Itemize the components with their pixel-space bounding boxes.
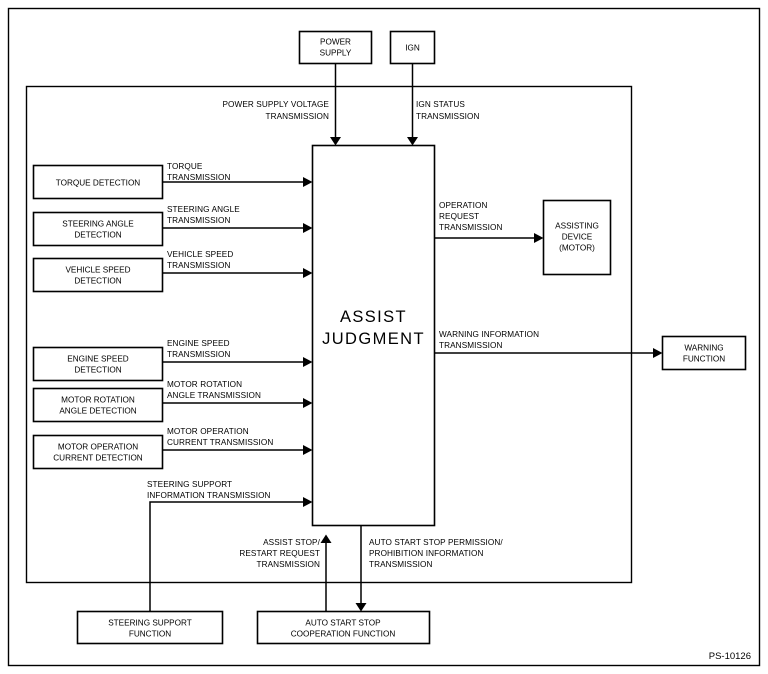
auto-start-stop-cooperation-function-box: AUTO START STOP COOPERATION FUNCTION [256, 610, 431, 645]
svg-text:TRANSMISSION: TRANSMISSION [167, 173, 231, 182]
svg-text:INFORMATION TRANSMISSION: INFORMATION TRANSMISSION [147, 491, 271, 500]
svg-text:TRANSMISSION: TRANSMISSION [416, 112, 480, 121]
motor-rotation-angle-detection-box: MOTOR ROTATION ANGLE DETECTION [32, 387, 164, 423]
warning-information-transmission-arrow [434, 348, 663, 358]
svg-text:OPERATION: OPERATION [439, 201, 488, 210]
svg-text:ENGINE SPEED: ENGINE SPEED [167, 339, 230, 348]
steering-angle-detection-box: STEERING ANGLE DETECTION [32, 211, 164, 247]
motor-operation-current-detection-box: MOTOR OPERATION CURRENT DETECTION [32, 434, 164, 470]
assisting-device-label-line2: DEVICE [562, 233, 593, 242]
steering-angle-transmission-arrow [162, 223, 313, 233]
assist-judgment-title-line1: ASSIST [340, 308, 407, 326]
warning-function-label-line2: FUNCTION [683, 355, 725, 364]
engine-speed-transmission-label: ENGINE SPEED TRANSMISSION [167, 339, 231, 359]
motor-operation-current-detection-label-line1: MOTOR OPERATION [58, 443, 138, 452]
svg-text:TRANSMISSION: TRANSMISSION [439, 223, 503, 232]
svg-text:TRANSMISSION: TRANSMISSION [256, 560, 320, 569]
auto-start-stop-label-line1: AUTO START STOP [305, 619, 381, 628]
operation-request-transmission-arrow [434, 233, 544, 243]
svg-text:STEERING SUPPORT: STEERING SUPPORT [147, 480, 232, 489]
auto-start-stop-permission-transmission-label: AUTO START STOP PERMISSION/ PROHIBITION … [369, 538, 503, 569]
page-border [7, 7, 761, 667]
steering-support-function-box: STEERING SUPPORT FUNCTION [76, 610, 224, 645]
steering-angle-detection-label-line2: DETECTION [74, 231, 121, 240]
steering-support-information-transmission-arrow [149, 497, 313, 612]
steering-support-function-label-line1: STEERING SUPPORT [108, 619, 192, 628]
power-supply-connector [330, 63, 341, 146]
svg-text:POWER SUPPLY VOLTAGE: POWER SUPPLY VOLTAGE [223, 100, 330, 109]
warning-function-box: WARNING FUNCTION [661, 335, 747, 371]
svg-text:ASSIST STOP/: ASSIST STOP/ [263, 538, 320, 547]
motor-rotation-angle-detection-label-line1: MOTOR ROTATION [61, 396, 135, 405]
assisting-device-label-line3: (MOTOR) [559, 244, 595, 253]
torque-transmission-label: TORQUE TRANSMISSION [167, 162, 231, 182]
ign-connector [407, 63, 418, 146]
motor-rotation-angle-transmission-label: MOTOR ROTATION ANGLE TRANSMISSION [167, 380, 261, 400]
steering-support-information-transmission-label: STEERING SUPPORT INFORMATION TRANSMISSIO… [147, 480, 271, 500]
svg-text:TRANSMISSION: TRANSMISSION [167, 350, 231, 359]
engine-speed-detection-label-line1: ENGINE SPEED [67, 355, 129, 364]
svg-text:TRANSMISSION: TRANSMISSION [439, 341, 503, 350]
figure-id-label: PS-10126 [709, 651, 751, 662]
operation-request-transmission-label: OPERATION REQUEST TRANSMISSION [439, 201, 503, 232]
vehicle-speed-detection-label-line2: DETECTION [74, 277, 121, 286]
assist-judgment-block: ASSIST JUDGMENT [311, 144, 436, 527]
steering-support-function-label-line2: FUNCTION [129, 630, 171, 639]
auto-start-stop-permission-transmission-arrow [355, 525, 367, 612]
svg-text:CURRENT TRANSMISSION: CURRENT TRANSMISSION [167, 438, 273, 447]
ign-box: IGN [389, 30, 436, 65]
assisting-device-label-line1: ASSISTING [555, 222, 599, 231]
engine-speed-detection-box: ENGINE SPEED DETECTION [32, 346, 164, 382]
ign-label: IGN [405, 44, 420, 53]
assist-stop-restart-request-transmission-label: ASSIST STOP/ RESTART REQUEST TRANSMISSIO… [239, 538, 320, 569]
svg-text:AUTO START STOP PERMISSION/: AUTO START STOP PERMISSION/ [369, 538, 503, 547]
power-supply-label-line1: POWER [320, 38, 351, 47]
svg-text:TRANSMISSION: TRANSMISSION [369, 560, 433, 569]
engine-speed-transmission-arrow [162, 357, 313, 367]
steering-angle-transmission-label: STEERING ANGLE TRANSMISSION [167, 205, 240, 225]
svg-text:STEERING ANGLE: STEERING ANGLE [167, 205, 240, 214]
motor-operation-current-transmission-label: MOTOR OPERATION CURRENT TRANSMISSION [167, 427, 273, 447]
motor-operation-current-detection-label-line2: CURRENT DETECTION [53, 454, 143, 463]
assist-judgment-title-line2: JUDGMENT [322, 330, 425, 348]
vehicle-speed-detection-box: VEHICLE SPEED DETECTION [32, 257, 164, 293]
svg-text:TRANSMISSION: TRANSMISSION [167, 216, 231, 225]
warning-information-transmission-label: WARNING INFORMATION TRANSMISSION [439, 330, 539, 350]
svg-text:RESTART REQUEST: RESTART REQUEST [239, 549, 320, 558]
warning-function-label-line1: WARNING [684, 344, 723, 353]
vehicle-speed-transmission-label: VEHICLE SPEED TRANSMISSION [167, 250, 233, 270]
motor-operation-current-transmission-arrow [162, 445, 313, 455]
svg-text:ANGLE TRANSMISSION: ANGLE TRANSMISSION [167, 391, 261, 400]
svg-text:PROHIBITION INFORMATION: PROHIBITION INFORMATION [369, 549, 484, 558]
svg-text:MOTOR OPERATION: MOTOR OPERATION [167, 427, 249, 436]
torque-detection-box: TORQUE DETECTION [32, 164, 164, 200]
motor-rotation-angle-transmission-arrow [162, 398, 313, 408]
svg-text:TORQUE: TORQUE [167, 162, 203, 171]
svg-text:MOTOR ROTATION: MOTOR ROTATION [167, 380, 242, 389]
engine-speed-detection-label-line2: DETECTION [74, 366, 121, 375]
auto-start-stop-label-line2: COOPERATION FUNCTION [291, 630, 396, 639]
power-supply-box: POWER SUPPLY [298, 30, 373, 65]
ign-status-transmission-label: IGN STATUS TRANSMISSION [416, 100, 480, 121]
steering-angle-detection-label-line1: STEERING ANGLE [62, 220, 134, 229]
torque-detection-label-line1: TORQUE DETECTION [56, 179, 141, 188]
torque-transmission-arrow [162, 177, 313, 187]
assisting-device-box: ASSISTING DEVICE (MOTOR) [542, 199, 612, 276]
svg-text:TRANSMISSION: TRANSMISSION [167, 261, 231, 270]
power-supply-voltage-transmission-label: POWER SUPPLY VOLTAGE TRANSMISSION [223, 100, 330, 121]
assist-stop-restart-request-transmission-arrow [320, 534, 332, 612]
svg-text:IGN STATUS: IGN STATUS [416, 100, 465, 109]
power-supply-label-line2: SUPPLY [320, 49, 352, 58]
svg-text:REQUEST: REQUEST [439, 212, 479, 221]
vehicle-speed-transmission-arrow [162, 268, 313, 278]
svg-text:TRANSMISSION: TRANSMISSION [265, 112, 329, 121]
motor-rotation-angle-detection-label-line2: ANGLE DETECTION [59, 407, 136, 416]
system-boundary [25, 85, 633, 584]
vehicle-speed-detection-label-line1: VEHICLE SPEED [65, 266, 130, 275]
svg-text:VEHICLE SPEED: VEHICLE SPEED [167, 250, 233, 259]
svg-text:WARNING INFORMATION: WARNING INFORMATION [439, 330, 539, 339]
